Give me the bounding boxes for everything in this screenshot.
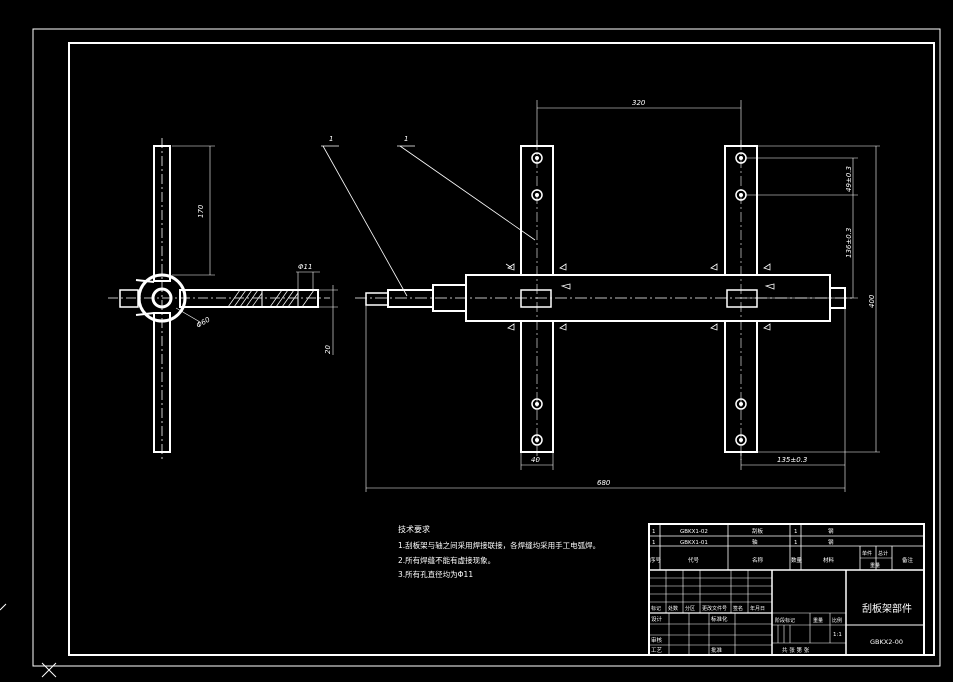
inner-frame [68,42,935,656]
dim-overall-length: 680 [597,479,611,487]
note-3: 3.所有孔直径均为Φ11 [398,569,473,579]
hdr-weight: 重量 [870,562,880,569]
approve-label: 批准 [711,646,723,654]
stage-scale: 比例 [832,617,842,624]
scale-value: 1:1 [833,632,842,638]
hdr-qty: 数量 [791,556,803,564]
note-2: 2.所有焊缝不能有虚接现象。 [398,555,495,565]
title-block [648,523,925,656]
front-view-dims: 1 1 320 49±0.3 136±0.3 400 40 135±0.3 68… [329,99,876,487]
front-view [321,100,880,492]
row1-no: 1 [652,529,656,535]
hdr-single: 单件 [862,550,872,557]
dim-height: 400 [868,294,876,308]
dim-hole-pitch: 49±0.3 [845,166,853,192]
dim-hub-dia: Φ60 [195,315,212,329]
outer-frame [32,28,941,667]
dim-left-length: 170 [197,204,205,218]
row1-qty: 1 [794,529,798,535]
stage-mark: 阶段标记 [775,617,795,624]
title-block-text: 1 GBKX1-02 刮板 1 钢 1 GBKX1-01 轴 1 钢 序号 代号… [650,527,914,654]
technical-notes: 技术要求 1.刮板架与轴之间采用焊接联接，各焊缝均采用手工电弧焊。 2.所有焊缝… [398,524,600,579]
note-1: 1.刮板架与轴之间采用焊接联接，各焊缝均采用手工电弧焊。 [398,540,600,550]
part-label-1: 1 [329,135,333,143]
hdr-total: 总计 [878,550,888,557]
drawing-number: GBKX2-00 [870,638,903,646]
sheet-label: 共 张 第 张 [782,646,810,654]
row2-name: 轴 [752,538,758,546]
rev-sign: 签名 [733,605,743,612]
row2-code: GBKX1-01 [680,540,708,546]
rev-doc: 更改文件号 [702,605,727,612]
side-view-dims: 170 Φ11 Φ60 20 [195,204,332,354]
role-design: 设计 [651,615,663,623]
rev-count: 处数 [668,605,678,612]
hdr-name: 名称 [752,556,764,564]
row1-material: 钢 [828,527,834,535]
dim-arm-width: 40 [531,456,540,464]
rev-zone: 分区 [685,605,695,612]
drawing-title: 刮板架部件 [862,602,912,615]
row1-code: GBKX1-02 [680,529,708,535]
row1-name: 刮板 [752,527,764,535]
hdr-material: 材料 [823,556,835,564]
dim-hole-dia: Φ11 [298,263,312,271]
rev-date: 年月日 [750,605,765,612]
dim-bottom-offset: 135±0.3 [777,456,807,464]
hdr-code: 代号 [688,556,700,564]
notes-title: 技术要求 [398,524,430,534]
role-process: 工艺 [651,647,663,654]
hdr-note: 备注 [902,556,914,564]
stage-weight: 重量 [813,617,823,624]
part-label-2: 1 [404,135,408,143]
std-label: 标准化 [711,615,728,623]
row2-qty: 1 [794,540,798,546]
ucs-icon [0,603,57,678]
dim-top-spacing: 320 [632,99,646,107]
hdr-no: 序号 [650,556,662,564]
rev-mark: 标记 [651,605,661,612]
dim-left-offset: 20 [324,345,332,354]
row2-no: 1 [652,540,656,546]
dim-hole-span: 136±0.3 [845,228,853,258]
role-review: 审核 [651,636,663,644]
side-view [108,138,338,460]
row2-material: 钢 [828,538,834,546]
